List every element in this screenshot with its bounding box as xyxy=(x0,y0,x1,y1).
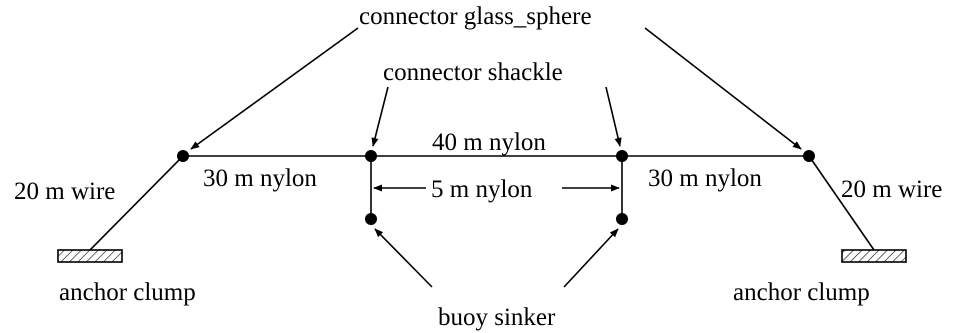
shackle-dot-left xyxy=(365,150,377,162)
shackle-arrow-right xyxy=(605,86,622,147)
label-connector-glass-sphere: connector glass_sphere xyxy=(359,3,592,30)
shackle-dot-right xyxy=(616,150,628,162)
wire-segment-left xyxy=(89,155,184,251)
label-buoy-sinker: buoy sinker xyxy=(438,304,556,331)
label-20m-wire-left: 20 m wire xyxy=(14,178,115,205)
label-20m-wire-right: 20 m wire xyxy=(841,176,942,203)
glass-sphere-dot-right xyxy=(803,150,815,162)
label-connector-shackle: connector shackle xyxy=(383,59,563,86)
label-anchor-clump-left: anchor clump xyxy=(59,279,196,306)
label-5m-nylon: 5 m nylon xyxy=(431,176,533,203)
label-anchor-clump-right: anchor clump xyxy=(733,279,870,306)
anchor-clump-right xyxy=(841,249,907,263)
label-30m-nylon-left: 30 m nylon xyxy=(203,165,317,192)
anchor-clump-left xyxy=(57,249,123,263)
shackle-arrow-left xyxy=(371,86,389,147)
buoy-sinker-dot-right xyxy=(616,213,628,225)
buoy-sinker-arrow-left xyxy=(374,228,433,288)
wire-segment-right xyxy=(808,155,875,251)
label-30m-nylon-right: 30 m nylon xyxy=(648,165,762,192)
buoy-sinker-arrow-right xyxy=(563,228,619,288)
glass-sphere-arrow-left xyxy=(190,27,359,150)
buoy-sinker-dot-left xyxy=(365,213,377,225)
label-40m-nylon: 40 m nylon xyxy=(432,129,546,156)
glass-sphere-dot-left xyxy=(177,150,189,162)
glass-sphere-arrow-right xyxy=(644,27,802,150)
